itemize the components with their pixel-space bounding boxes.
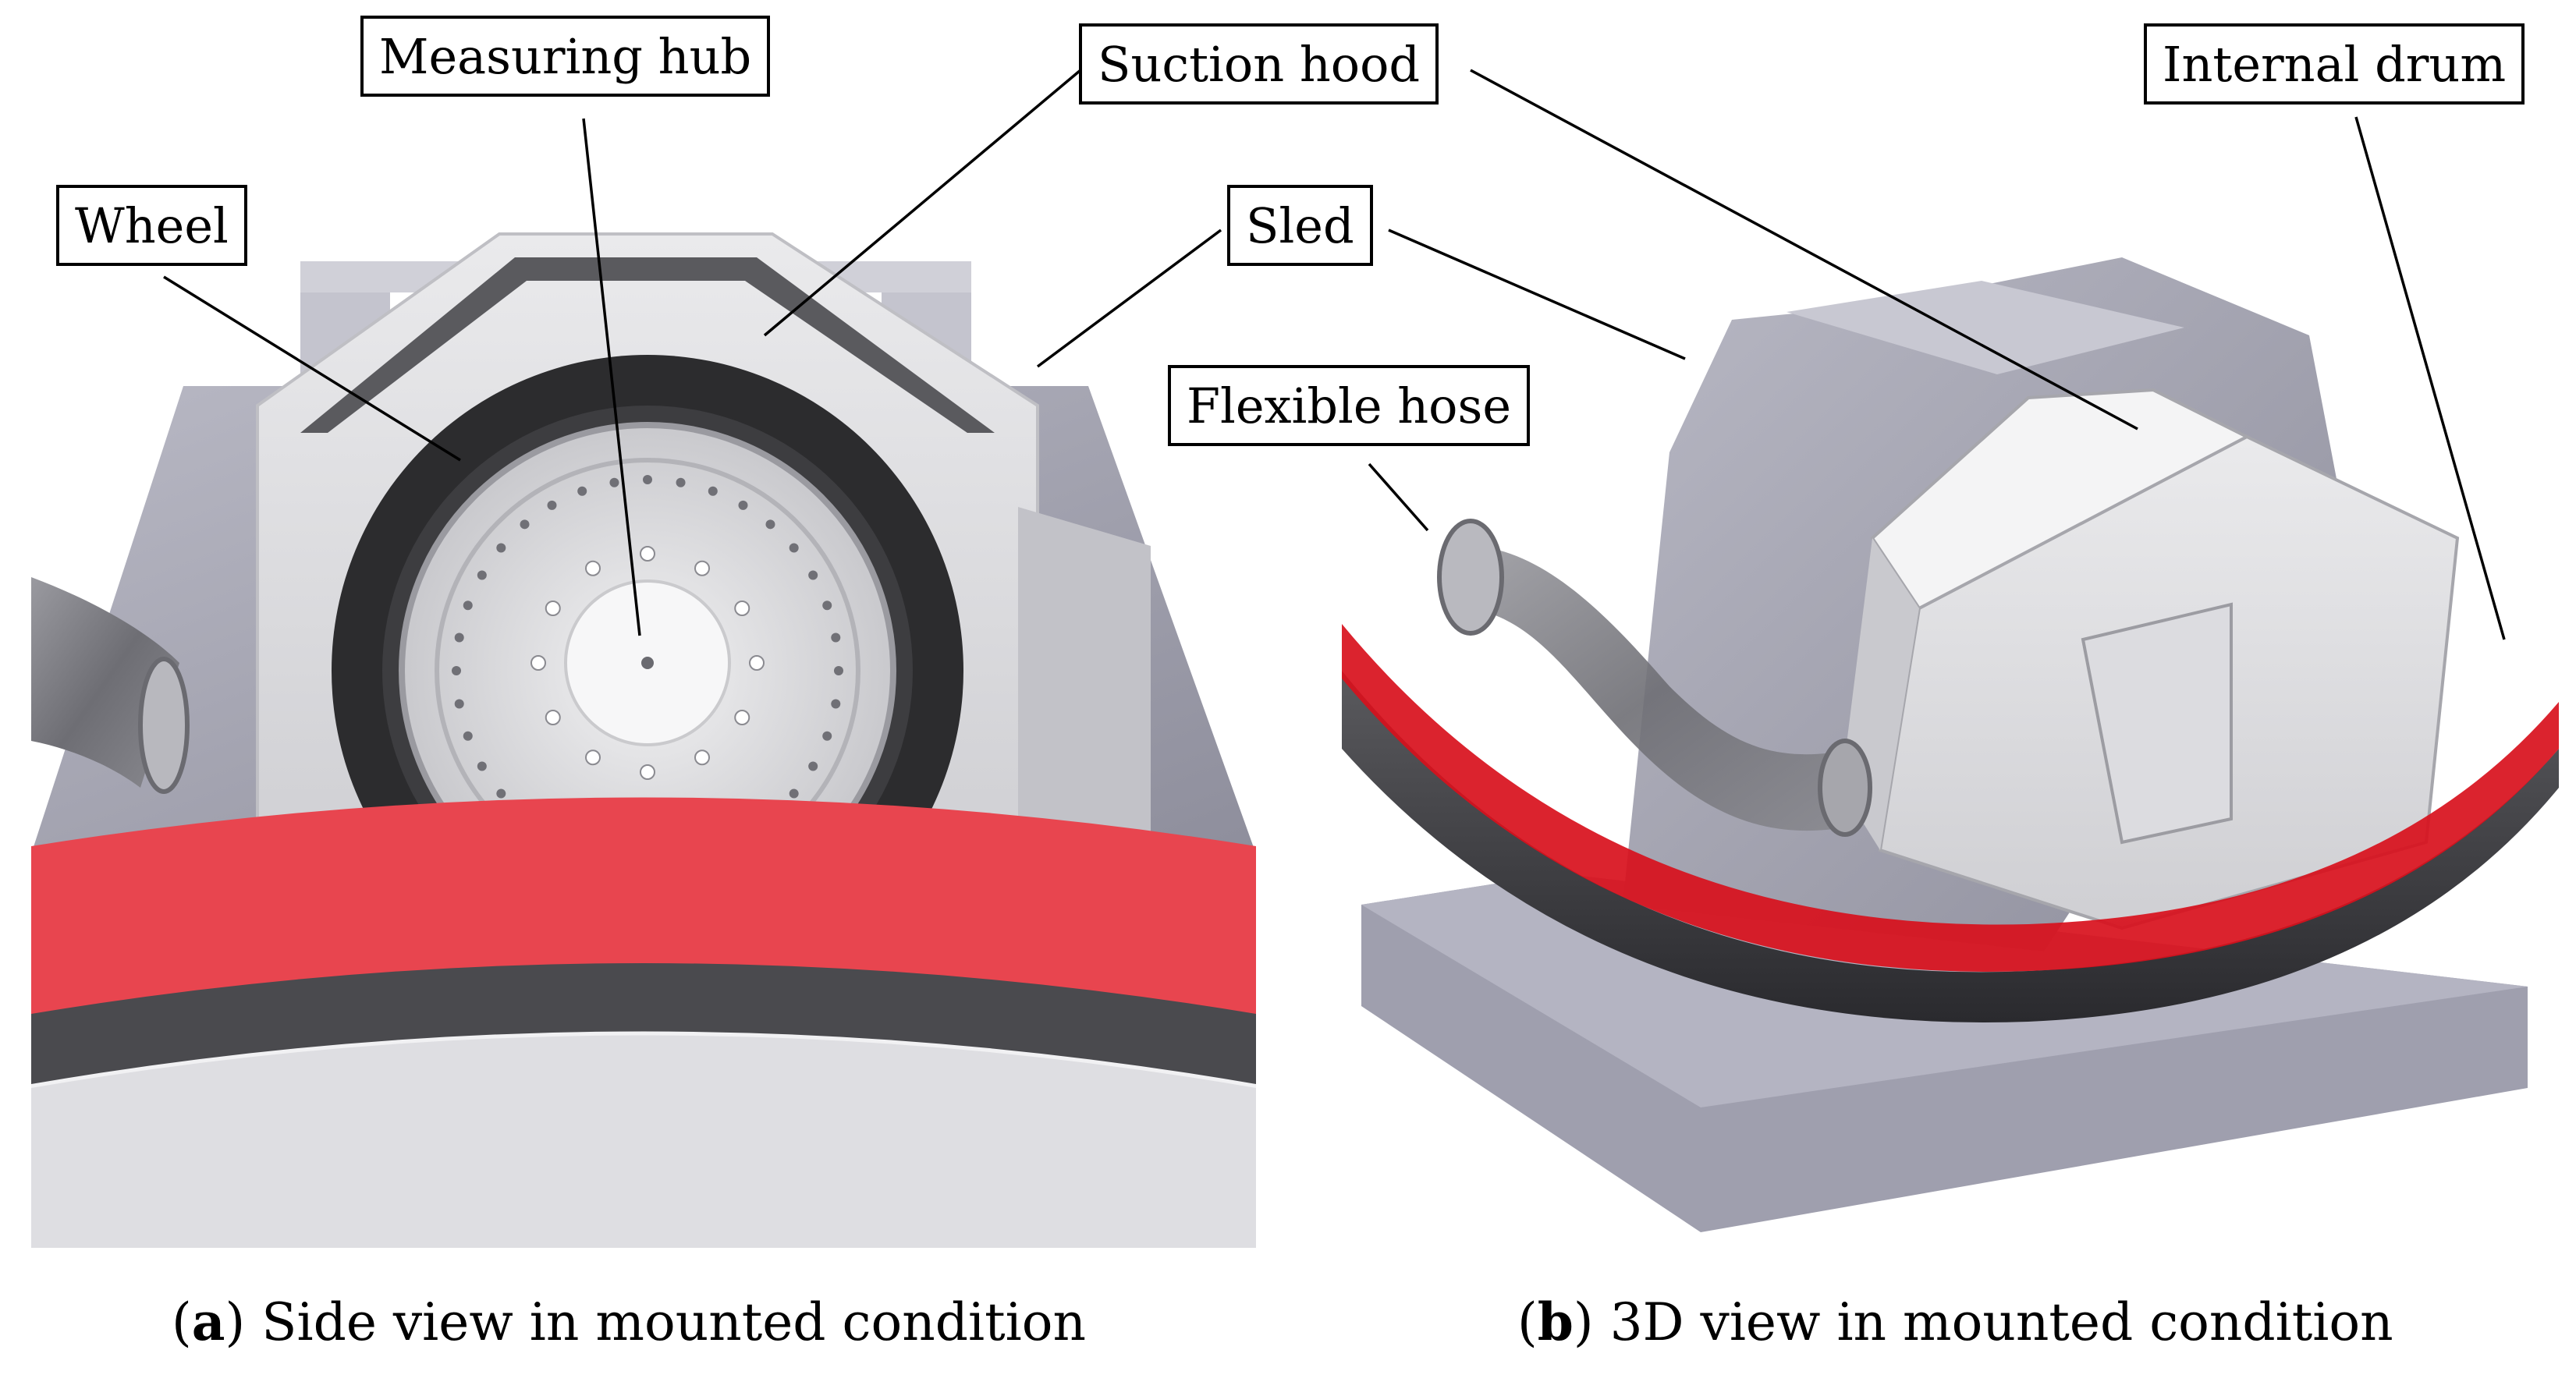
rim-bolt bbox=[676, 477, 686, 487]
drum-red-band bbox=[31, 797, 1256, 1014]
rim-bolt bbox=[496, 543, 506, 553]
rim-bolt bbox=[831, 632, 841, 643]
rim-bolt bbox=[463, 731, 473, 741]
caption-a-letter: a bbox=[191, 1292, 225, 1352]
label-wheel: Wheel bbox=[56, 185, 247, 266]
hub-bolt bbox=[694, 749, 710, 766]
hood-side-plate bbox=[1018, 507, 1151, 858]
leader-lines bbox=[163, 69, 2506, 640]
rim-bolt bbox=[463, 601, 473, 611]
rim-bolt bbox=[808, 761, 818, 771]
hub-bolt bbox=[734, 710, 750, 725]
leader-internal-drum bbox=[2354, 116, 2506, 640]
caption-a: (a) Side view in mounted condition bbox=[172, 1292, 1086, 1352]
rim-bolt bbox=[454, 632, 464, 643]
label-internal-drum: Internal drum bbox=[2144, 23, 2525, 105]
leader-measuring-hub bbox=[582, 118, 641, 636]
rim-bolt bbox=[577, 486, 587, 496]
label-flexible-hose: Flexible hose bbox=[1168, 365, 1531, 446]
hose-outlet-3d bbox=[1818, 739, 1872, 837]
panel-a-illustration bbox=[31, 232, 1256, 1248]
leader-flexible-hose bbox=[1368, 462, 1429, 532]
rim-bolt bbox=[708, 486, 718, 496]
caption-b-text: 3D view in mounted condition bbox=[1609, 1292, 2393, 1352]
rim-bolt bbox=[834, 666, 843, 675]
drum-dark-arc-3d bbox=[1342, 671, 2559, 1023]
rim-bolt bbox=[547, 500, 557, 510]
hub-bolt bbox=[749, 655, 765, 671]
leader-sled-b bbox=[1388, 229, 1686, 360]
hub-bolts bbox=[530, 546, 765, 780]
flexible-hose-3d bbox=[1467, 546, 1857, 831]
measuring-hub-center bbox=[641, 657, 654, 669]
hub-bolt bbox=[640, 546, 655, 562]
hose-inlet-3d bbox=[1437, 519, 1504, 636]
sled-tower-top-3d bbox=[1787, 281, 2184, 374]
rim-bolt bbox=[789, 788, 799, 799]
hub-bolt bbox=[530, 655, 546, 671]
rim-bolt bbox=[477, 761, 487, 771]
rim-bolt bbox=[789, 543, 799, 553]
panel-b-illustration bbox=[1342, 257, 2559, 1232]
suction-hood-top-band bbox=[300, 257, 995, 433]
rim-bolt bbox=[738, 500, 748, 510]
label-measuring-hub: Measuring hub bbox=[360, 16, 771, 97]
rim-bolt bbox=[808, 570, 818, 580]
rim-bolt bbox=[452, 666, 461, 675]
hub-bolt bbox=[694, 560, 710, 576]
hub-bolt bbox=[585, 560, 601, 576]
rim-bolt bbox=[520, 519, 530, 530]
hub-bolt bbox=[545, 710, 561, 725]
rim-bolt bbox=[477, 570, 487, 580]
label-sled: Sled bbox=[1227, 185, 1373, 266]
hose-coupling bbox=[138, 657, 190, 794]
rim-bolt bbox=[765, 519, 775, 530]
caption-a-text: Side view in mounted condition bbox=[261, 1292, 1086, 1352]
rim-bolt bbox=[822, 731, 832, 741]
drum-light-lower bbox=[31, 1035, 1256, 1248]
leader-suction-hood-b bbox=[1470, 69, 2138, 431]
caption-b-letter: b bbox=[1537, 1292, 1574, 1352]
leader-sled-a bbox=[1036, 229, 1222, 368]
hub-bolt bbox=[585, 749, 601, 766]
leader-suction-hood bbox=[763, 69, 1082, 337]
rim-bolt bbox=[454, 699, 464, 709]
rim-bolt bbox=[831, 699, 841, 709]
label-suction-hood: Suction hood bbox=[1079, 23, 1439, 105]
caption-b: (b) 3D view in mounted condition bbox=[1517, 1292, 2393, 1352]
hub-bolt bbox=[734, 601, 750, 616]
hood-panel-3d bbox=[2081, 602, 2233, 845]
leader-wheel bbox=[163, 275, 461, 462]
rim-bolt bbox=[822, 601, 832, 611]
drum-red-arc-3d bbox=[1342, 624, 2559, 972]
hub-bolt bbox=[545, 601, 561, 616]
hub-bolt bbox=[640, 764, 655, 780]
rim-bolt bbox=[643, 475, 652, 484]
rim-bolt bbox=[609, 477, 619, 487]
rim-bolt bbox=[496, 788, 506, 799]
